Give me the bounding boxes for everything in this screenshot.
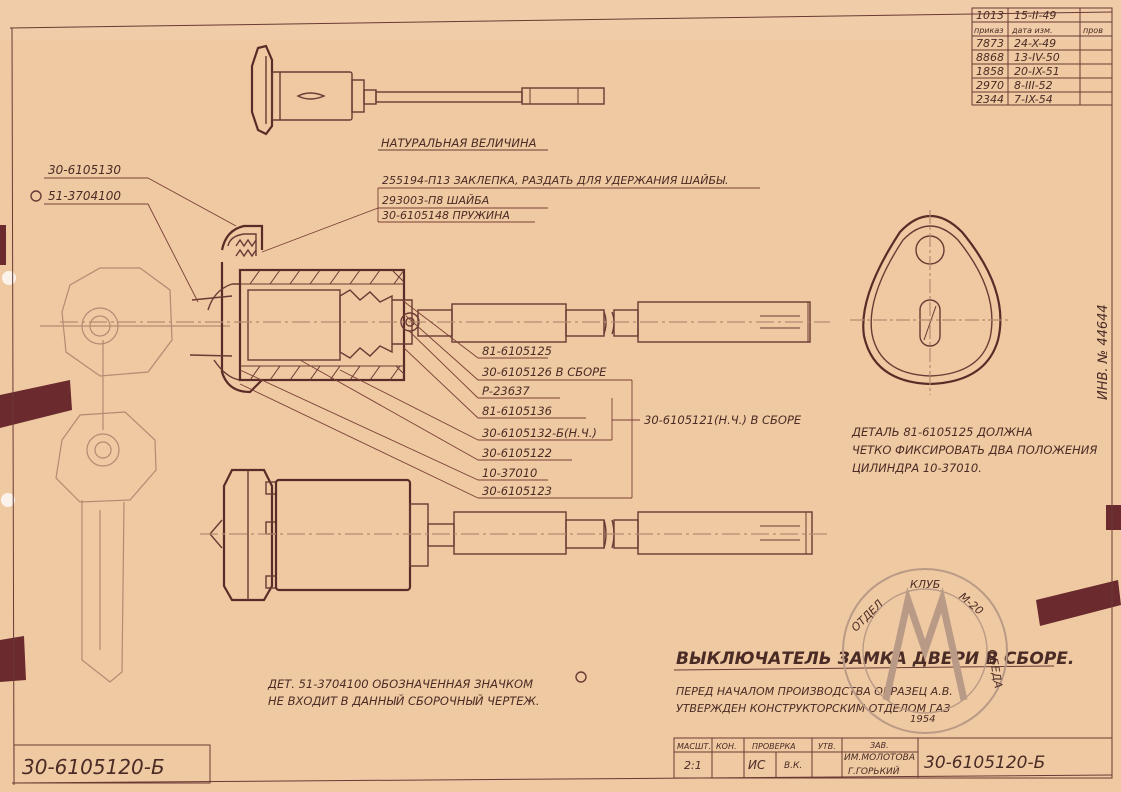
- approval-line2: УТВЕРЖДЕН КОНСТРУКТОРСКИМ ОТДЕЛОМ ГАЗ: [676, 702, 950, 715]
- tb-check-header: ПРОВЕРКА: [752, 742, 796, 751]
- tb-drawing-number: 30-6105120-Б: [924, 753, 1045, 773]
- label-10-37010: 10-37010: [482, 466, 537, 480]
- rev-header-date: дата изм.: [1011, 26, 1053, 35]
- rev-7873-order: 7873: [976, 37, 1004, 50]
- title-block: МАСШТ. КОН. ПРОВЕРКА УТВ. ЗАВ. 2:1 ИС В.…: [673, 737, 1113, 779]
- approval-line1: ПЕРЕД НАЧАЛОМ ПРОИЗВОДСТВА ОБРАЗЕЦ А.В.: [676, 685, 953, 698]
- natural-size-view: [250, 44, 605, 136]
- rev-1858-order: 1858: [976, 65, 1004, 78]
- rev-header-order: приказ: [974, 26, 1004, 35]
- marker-circle: [575, 671, 587, 683]
- rev-2344-order: 2344: [976, 93, 1004, 106]
- detail-note-line1: ДЕТАЛЬ 81-6105125 ДОЛЖНА: [851, 425, 1033, 439]
- section-view: [60, 224, 830, 394]
- leader-lines: [44, 177, 760, 499]
- rev-header-check: пров: [1083, 26, 1103, 35]
- rev-2970-order: 2970: [976, 79, 1004, 92]
- tb-approve-header: УТВ.: [818, 742, 836, 751]
- revision-table: 1013 15-II-49 приказ дата изм. пров 7873…: [971, 7, 1113, 106]
- end-view: [850, 210, 1010, 395]
- rev-7873-date: 24-X-49: [1014, 37, 1056, 50]
- tb-plant-name: ИМ.МОЛОТОВА: [844, 753, 915, 763]
- label-rivet: 255194-П13 ЗАКЛЕПКА, РАЗДАТЬ ДЛЯ УДЕРЖАН…: [382, 174, 728, 187]
- binding-hole: [1, 493, 15, 507]
- label-30-6105126: 30-6105126 В СБОРЕ: [482, 365, 607, 379]
- marker-circle: [30, 190, 42, 202]
- key-outline-bottom: [55, 340, 157, 683]
- drawing-title: ВЫКЛЮЧАТЕЛЬ ЗАМКА ДВЕРИ В СБОРЕ.: [676, 649, 1074, 669]
- rev-2344-date: 7-IX-54: [1014, 93, 1053, 106]
- rev-2970-date: 8-III-52: [1014, 79, 1053, 92]
- tb-city: Г.ГОРЬКИЙ: [848, 765, 900, 777]
- label-30-6105122: 30-6105122: [482, 446, 552, 460]
- label-30-6105132: 30-6105132-Б(Н.Ч.): [482, 426, 597, 440]
- rev-8868-order: 8868: [976, 51, 1004, 64]
- tb-control-value: ИС: [748, 758, 766, 772]
- stamp-text-mid: КЛУБ: [910, 578, 940, 591]
- label-30-6105130: 30-6105130: [48, 163, 121, 177]
- label-81-6105136: 81-6105136: [482, 404, 552, 418]
- rev-1013-date: 15-II-49: [1014, 9, 1056, 22]
- label-51-3704100: 51-3704100: [48, 189, 121, 203]
- tb-plant-header: ЗАВ.: [870, 741, 889, 750]
- corner-drawing-number: 30-6105120-Б: [22, 755, 165, 779]
- bottom-note-line2: НЕ ВХОДИТ В ДАННЫЙ СБОРОЧНЫЙ ЧЕРТЕЖ.: [268, 693, 540, 708]
- inventory-number: ИНВ. № 44644: [1096, 304, 1111, 400]
- detail-note-line3: ЦИЛИНДРА 10-37010.: [852, 461, 982, 475]
- label-washer: 293003-П8 ШАЙБА: [382, 194, 489, 207]
- rev-1013-order: 1013: [976, 9, 1004, 22]
- stamp-year: 1954: [910, 714, 935, 725]
- label-30-6105123: 30-6105123: [482, 484, 552, 498]
- label-p-23637: Р-23637: [482, 384, 530, 398]
- tb-scale-value: 2:1: [684, 759, 702, 772]
- tb-control-header: КОН.: [716, 742, 737, 751]
- corner-number-box: 30-6105120-Б: [13, 744, 211, 784]
- key-outline-top: [40, 267, 230, 377]
- bottom-note-line1: ДЕТ. 51-3704100 ОБОЗНАЧЕННАЯ ЗНАЧКОМ: [267, 677, 533, 691]
- label-assembly-ref: 30-6105121(Н.Ч.) В СБОРЕ: [644, 413, 802, 427]
- natural-size-label: НАТУРАЛЬНАЯ ВЕЛИЧИНА: [381, 136, 537, 150]
- label-81-6105125: 81-6105125: [482, 344, 552, 358]
- sheet-frame: [9, 10, 1113, 786]
- title-underline: [673, 665, 1055, 671]
- tape-marks: [0, 225, 1121, 682]
- binding-hole: [2, 271, 16, 285]
- rev-1858-date: 20-IX-51: [1014, 65, 1060, 78]
- label-spring: 30-6105148 ПРУЖИНА: [382, 209, 510, 222]
- tb-scale-header: МАСШТ.: [677, 742, 711, 751]
- bottom-view: [200, 468, 830, 602]
- rev-8868-date: 13-IV-50: [1014, 51, 1060, 64]
- detail-note-line2: ЧЕТКО ФИКСИРОВАТЬ ДВА ПОЛОЖЕНИЯ: [852, 443, 1097, 457]
- tb-check-value: В.К.: [784, 761, 802, 771]
